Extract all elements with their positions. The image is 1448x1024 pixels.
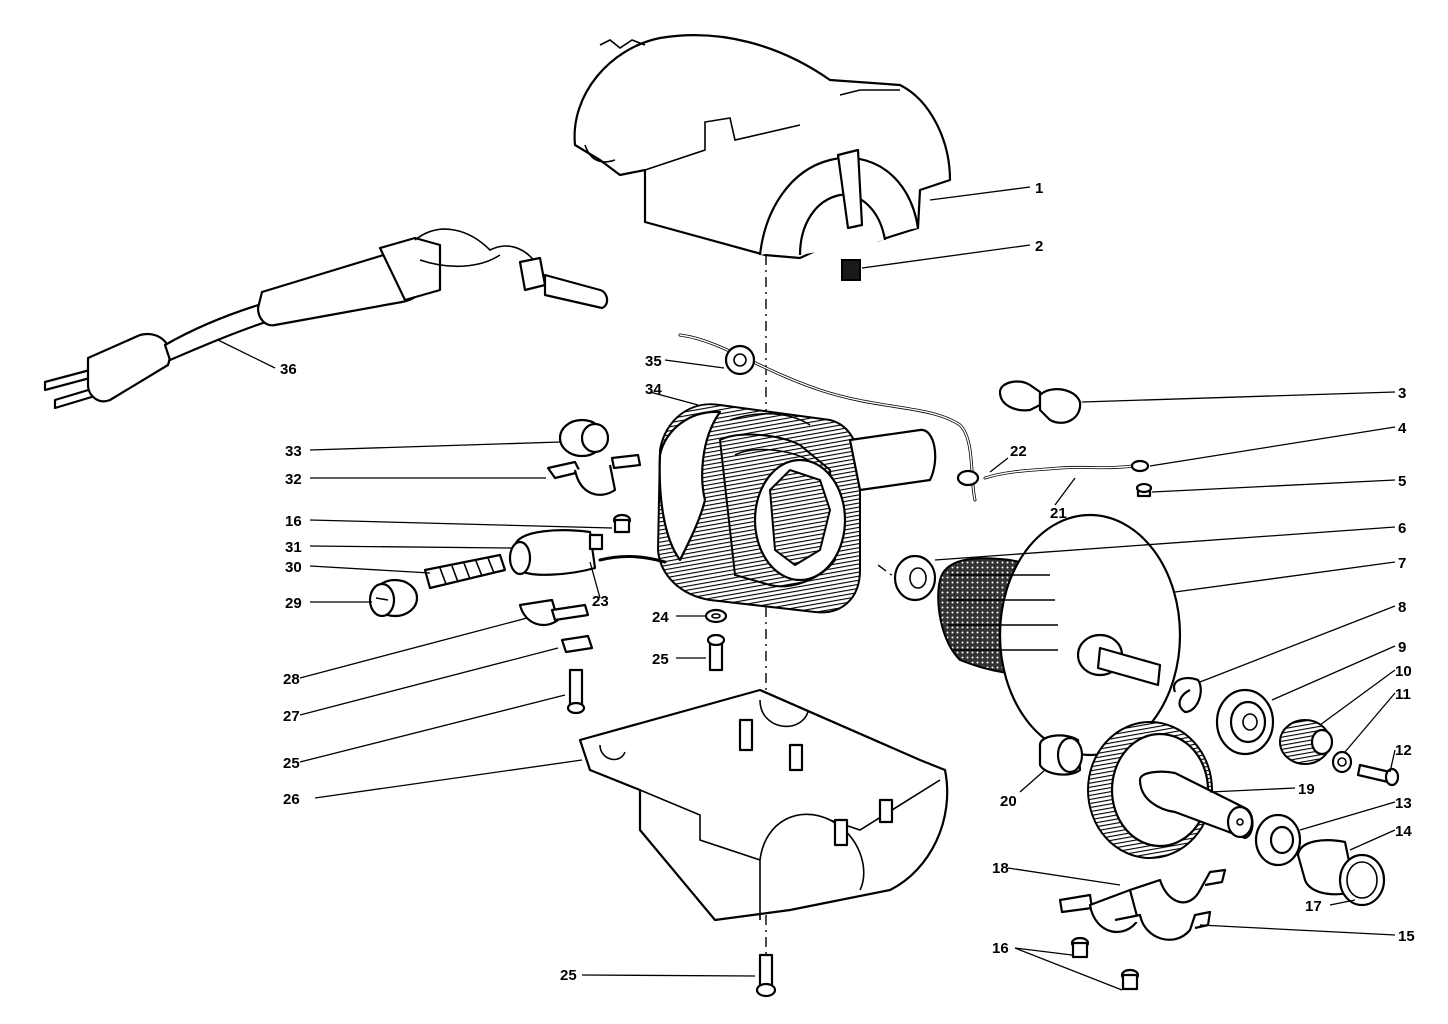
terminal-eyelet — [1130, 459, 1150, 473]
terminal-screw — [1135, 482, 1153, 498]
bracket-screw-left — [612, 513, 632, 534]
grommet-and-lead — [678, 333, 977, 502]
end-cap — [1296, 839, 1386, 907]
brush-cap — [368, 578, 419, 618]
drive-gear-and-shaft — [1087, 721, 1254, 859]
callout-labels: 1 2 3 4 5 6 7 8 9 10 11 12 13 14 15 16 1… — [280, 180, 1415, 984]
wire-connector — [956, 469, 980, 487]
brush-holder-clip — [998, 380, 1082, 424]
callout-20: 20 — [1000, 793, 1017, 810]
center-screw — [706, 633, 726, 672]
callout-12: 12 — [1395, 742, 1412, 759]
callout-25-bottom: 25 — [560, 967, 577, 984]
callout-4: 4 — [1398, 420, 1407, 437]
callout-21: 21 — [1050, 505, 1067, 522]
bearing-sleeve — [558, 418, 610, 458]
callout-3: 3 — [1398, 385, 1406, 402]
callout-35: 35 — [645, 353, 662, 370]
field-stator — [656, 403, 937, 614]
clamp-plate — [560, 634, 594, 654]
callout-31: 31 — [285, 539, 302, 556]
thrust-washer — [893, 554, 937, 602]
brush-holder-tube — [508, 529, 604, 576]
lower-screw-a — [1070, 936, 1090, 959]
bushing — [1038, 734, 1084, 776]
leader-25-bottom — [581, 974, 756, 977]
callout-14: 14 — [1395, 823, 1412, 840]
bottom-housing — [578, 688, 949, 922]
callout-15: 15 — [1398, 928, 1415, 945]
brush-spring — [423, 553, 507, 590]
callout-5: 5 — [1398, 473, 1406, 490]
callout-16-right: 16 — [992, 940, 1009, 957]
bracket-clamp-left — [546, 453, 642, 496]
callout-26: 26 — [283, 791, 300, 808]
brush-part — [841, 259, 861, 281]
lower-screw-b — [1120, 968, 1140, 991]
callout-18: 18 — [992, 860, 1009, 877]
callout-17: 17 — [1305, 898, 1322, 915]
callout-24: 24 — [652, 609, 669, 626]
callout-32: 32 — [285, 471, 302, 488]
callout-9: 9 — [1398, 639, 1406, 656]
lower-clamp-bracket — [1058, 868, 1227, 941]
callout-11: 11 — [1395, 686, 1411, 703]
brush-lead-wire — [598, 554, 667, 564]
small-washer — [1331, 750, 1353, 774]
armature-and-fan — [937, 513, 1182, 757]
callout-33: 33 — [285, 443, 302, 460]
callout-7: 7 — [1398, 555, 1406, 572]
callout-13: 13 — [1395, 795, 1412, 812]
screw-bottom — [755, 953, 777, 998]
power-cord — [43, 228, 609, 410]
callout-30: 30 — [285, 559, 302, 576]
small-clamp — [518, 598, 590, 627]
screw-left — [566, 668, 586, 715]
callout-1: 1 — [1035, 180, 1043, 197]
gear-screw — [1356, 763, 1400, 787]
callout-34: 34 — [645, 381, 662, 398]
callout-2: 2 — [1035, 238, 1043, 255]
callout-25-left: 25 — [283, 755, 300, 772]
callout-36: 36 — [280, 361, 297, 378]
callout-8: 8 — [1398, 599, 1406, 616]
callout-29: 29 — [285, 595, 302, 612]
callout-19: 19 — [1298, 781, 1315, 798]
flat-washer — [1254, 813, 1302, 867]
ball-bearing — [1215, 688, 1275, 756]
callout-23: 23 — [592, 593, 609, 610]
callout-25-center: 25 — [652, 651, 669, 668]
callout-22: 22 — [1010, 443, 1027, 460]
callout-16-left: 16 — [285, 513, 302, 530]
callout-27: 27 — [283, 708, 300, 725]
top-housing-cover — [573, 34, 952, 260]
callout-6: 6 — [1398, 520, 1406, 537]
pinion-gear — [1279, 719, 1334, 765]
callout-10: 10 — [1395, 663, 1412, 680]
callout-28: 28 — [283, 671, 300, 688]
center-washer — [704, 608, 728, 624]
leader-lines — [217, 186, 1396, 991]
retaining-ring — [1172, 676, 1202, 714]
